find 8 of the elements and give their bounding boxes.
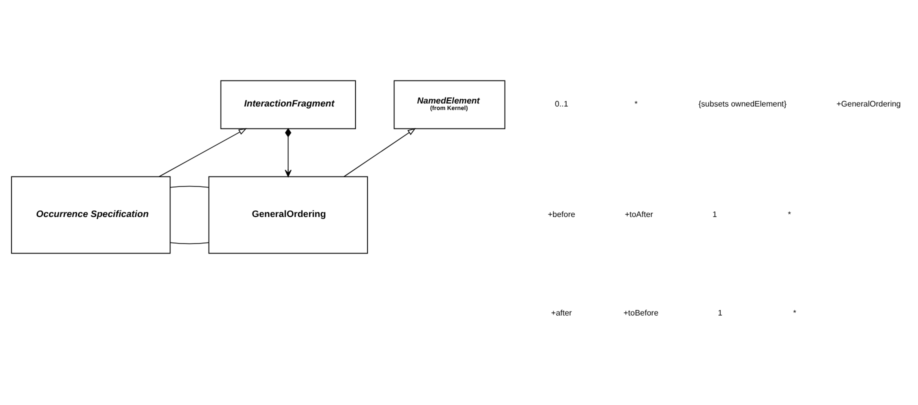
connector bbox=[170, 185, 210, 188]
node-box: Occurrence Specification bbox=[11, 176, 171, 254]
arrow bbox=[158, 128, 247, 177]
node-box: InteractionFragment bbox=[220, 80, 356, 129]
node-box: GeneralOrdering bbox=[208, 176, 368, 254]
arrow bbox=[344, 128, 416, 177]
connector bbox=[170, 242, 210, 244]
arrow bbox=[284, 128, 292, 177]
